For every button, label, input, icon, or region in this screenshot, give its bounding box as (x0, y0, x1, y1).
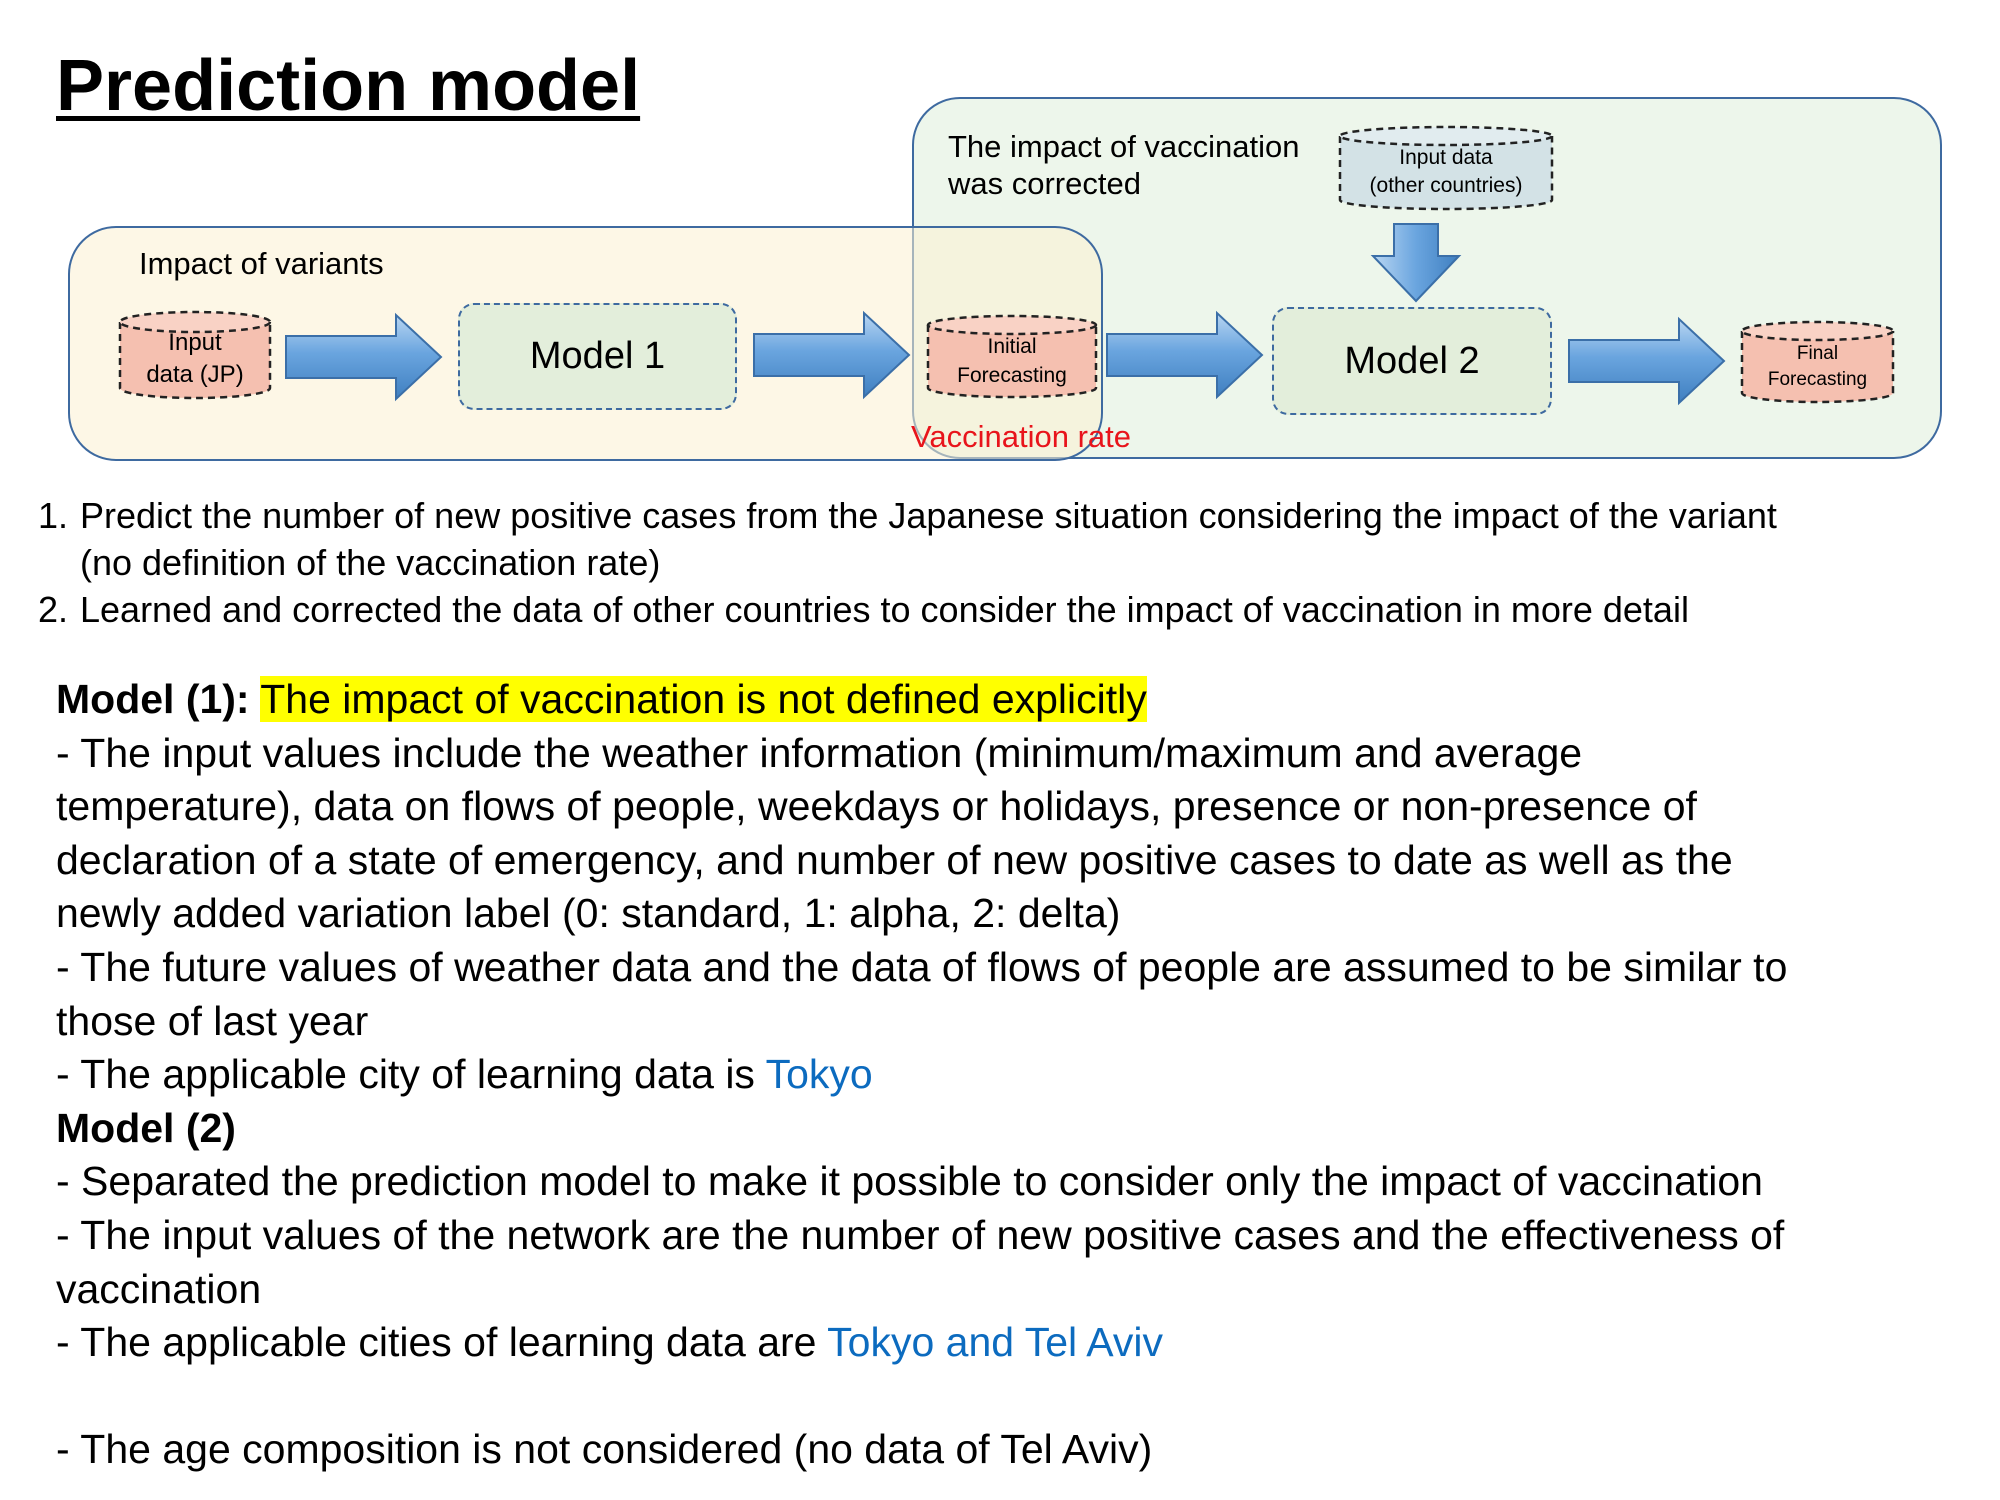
model1-line: newly added variation label (0: standard… (56, 890, 1121, 937)
input-data-other-countries-cylinder: Input data (other countries) (1338, 125, 1554, 211)
vaccine-label-line2: was corrected (948, 166, 1141, 202)
initial-line2: Forecasting (957, 363, 1067, 387)
model1-city: Tokyo (765, 1051, 873, 1098)
vaccine-label-line1: The impact of vaccination (948, 129, 1300, 164)
step-item: 2. Learned and corrected the data of oth… (38, 586, 1777, 633)
model1-heading-line: Model (1): The impact of vaccination is … (56, 673, 1787, 727)
model2-line: vaccination (56, 1265, 262, 1312)
initial-line1: Initial (987, 335, 1037, 359)
model-2-box: Model 2 (1272, 307, 1552, 415)
input-data-jp-cylinder: Input data (JP) (118, 310, 272, 400)
arrow-right-icon (1106, 310, 1264, 400)
initial-forecasting-cylinder: Initial Forecasting (926, 314, 1098, 399)
model2-cities-line: - The applicable cities of learning data… (56, 1316, 1787, 1370)
blank-line (56, 1370, 1787, 1424)
model2-heading: Model (2) (56, 1104, 236, 1151)
step-text: Predict the number of new positive cases… (80, 495, 1777, 536)
input-jp-line2: data (JP) (146, 361, 244, 388)
model1-city-line: - The applicable city of learning data i… (56, 1048, 1787, 1102)
variants-region-label: Impact of variants (139, 246, 384, 281)
vaccination-rate-label: Vaccination rate (911, 419, 1131, 454)
model1-line: those of last year (56, 997, 369, 1044)
step-text-continued: (no definition of the vaccination rate) (80, 542, 661, 583)
final-line2: Forecasting (1767, 369, 1868, 390)
step-text: Learned and corrected the data of other … (80, 589, 1689, 630)
arrow-right-icon (1568, 316, 1726, 406)
final-line1: Final (1796, 343, 1839, 365)
other-line1: Input data (1399, 145, 1493, 169)
model1-line: - The input values include the weather i… (56, 729, 1583, 776)
model1-line: - The future values of weather data and … (56, 943, 1788, 990)
arrow-down-icon (1370, 223, 1462, 303)
step-item: 1. Predict the number of new positive ca… (38, 492, 1777, 586)
model2-line: - The input values of the network are th… (56, 1211, 1785, 1258)
model2-cities-prefix: - The applicable cities of learning data… (56, 1319, 828, 1366)
arrow-right-icon (753, 310, 911, 400)
page-title: Prediction model (56, 46, 641, 126)
other-line2: (other countries) (1369, 174, 1523, 197)
model2-line: - Separated the prediction model to make… (56, 1158, 1763, 1205)
final-forecasting-cylinder: Final Forecasting (1740, 320, 1895, 404)
vaccine-region-label: The impact of vaccination was corrected (948, 128, 1300, 202)
arrow-right-icon (285, 312, 443, 402)
steps-list: 1. Predict the number of new positive ca… (38, 492, 1777, 633)
model-description: Model (1): The impact of vaccination is … (56, 673, 1787, 1477)
model-1-label: Model 1 (529, 335, 666, 377)
model2-age-note: - The age composition is not considered … (56, 1426, 1153, 1473)
model1-line: temperature), data on flows of people, w… (56, 783, 1697, 830)
model2-cities: Tokyo and Tel Aviv (827, 1319, 1163, 1366)
model1-heading: Model (1): (56, 676, 250, 722)
model-1-box: Model 1 (458, 303, 737, 410)
step-number: 2. (38, 589, 69, 630)
model1-city-prefix: - The applicable city of learning data i… (56, 1051, 766, 1098)
model-2-label: Model 2 (1344, 339, 1480, 382)
model1-highlight: The impact of vaccination is not defined… (260, 676, 1147, 722)
model1-line: declaration of a state of emergency, and… (56, 836, 1733, 883)
input-jp-line1: Input (168, 328, 222, 356)
step-number: 1. (38, 495, 69, 536)
